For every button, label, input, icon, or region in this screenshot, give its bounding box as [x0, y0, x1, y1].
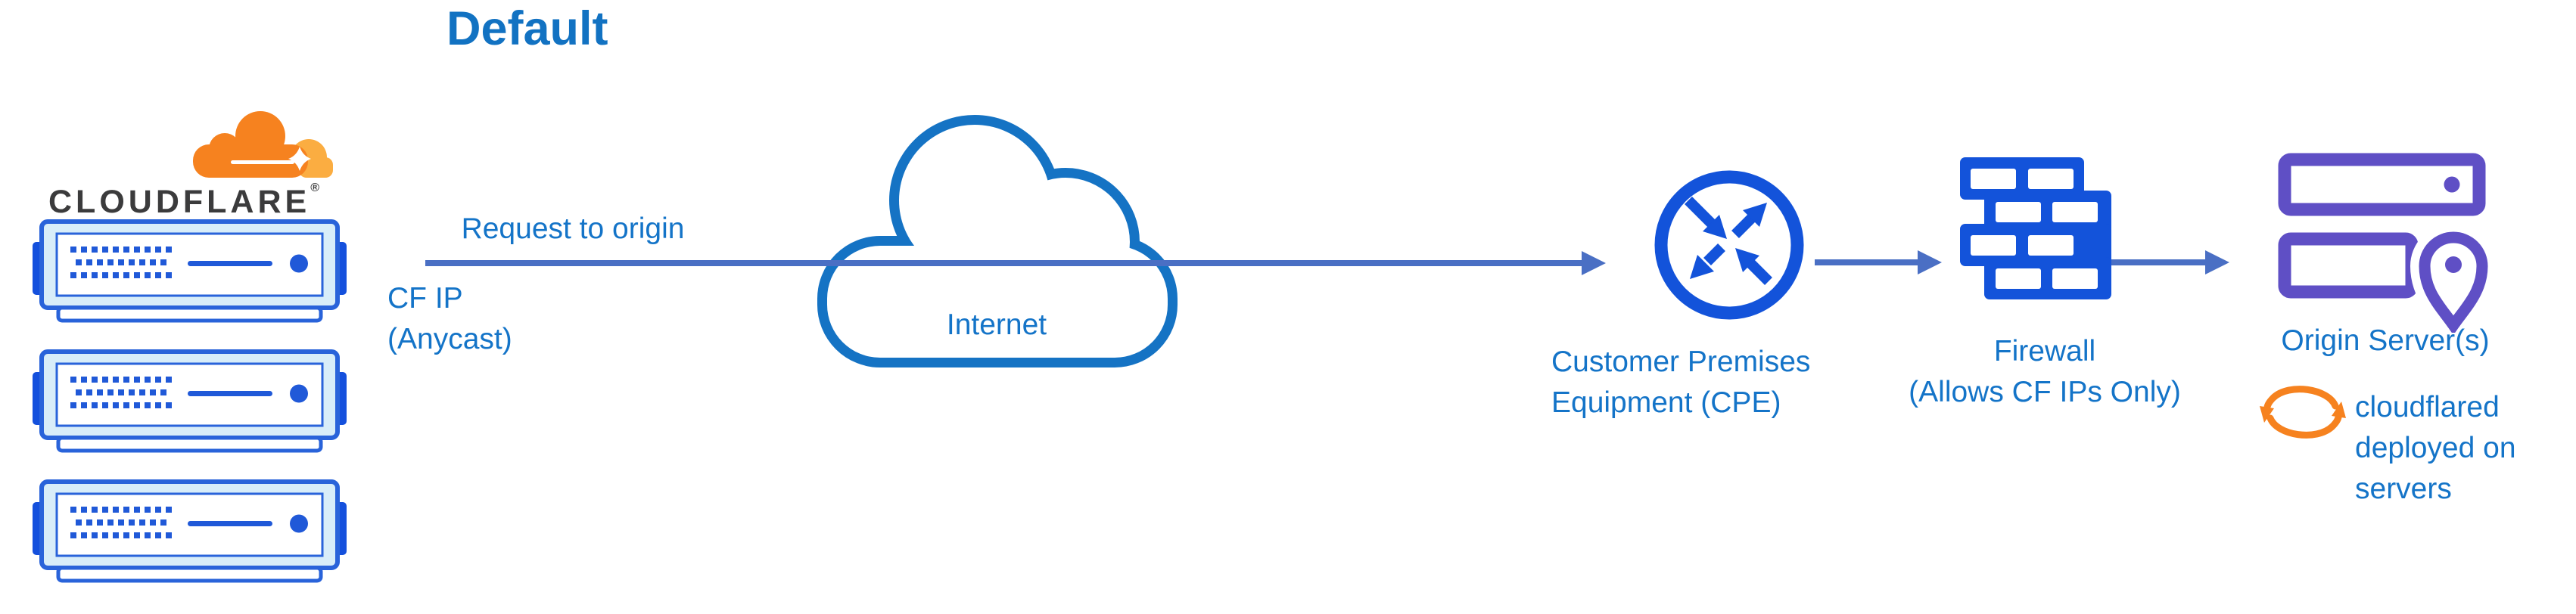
firewall-label: Firewall (Allows CF IPs Only) — [1909, 335, 2181, 408]
origin-servers-icon — [2278, 153, 2494, 333]
cf-ip-anycast-label: CF IP (Anycast) — [387, 282, 512, 355]
server-stack-icon — [33, 349, 347, 455]
cloudflare-wordmark: CLOUDFLARE® — [48, 181, 319, 220]
internet-cloud-icon — [817, 115, 1178, 367]
firewall-icon — [1960, 157, 2111, 299]
cloudflared-sync-icon — [2260, 386, 2347, 442]
request-arrow-head — [1582, 251, 1606, 275]
origin-servers-label: Origin Server(s) — [2281, 324, 2490, 357]
cloudflared-label: cloudflared deployed on servers — [2355, 391, 2516, 505]
cloudflare-logo-icon — [193, 111, 333, 178]
firewall-to-origin-arrow-head — [2205, 250, 2229, 274]
server-stack-icon — [33, 479, 347, 585]
request-to-origin-label: Request to origin — [461, 212, 685, 245]
registered-mark: ® — [310, 181, 319, 194]
firewall-to-origin-arrow-line — [2111, 259, 2205, 265]
server-stack-icon — [33, 219, 347, 325]
request-arrow-line — [425, 260, 1582, 266]
cpe-label: Customer Premises Equipment (CPE) — [1551, 346, 1811, 419]
internet-label: Internet — [946, 309, 1047, 341]
cpe-to-firewall-arrow-head — [1918, 250, 1942, 274]
cpe-router-icon — [1654, 170, 1804, 320]
page-title: Default — [446, 2, 608, 55]
cpe-to-firewall-arrow-line — [1815, 259, 1918, 265]
